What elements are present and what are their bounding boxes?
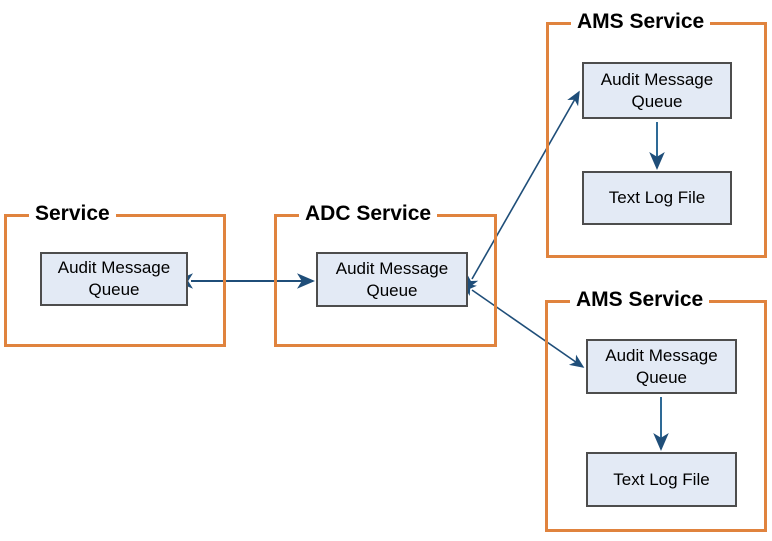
node-ams-top-text-log-file[interactable]: Text Log File: [582, 171, 732, 225]
group-adc-service-label: ADC Service: [299, 202, 438, 226]
node-label: Audit Message Queue: [605, 345, 718, 387]
node-ams-top-audit-message-queue[interactable]: Audit Message Queue: [582, 62, 732, 119]
node-label: Text Log File: [608, 188, 706, 207]
node-ams-bottom-audit-message-queue[interactable]: Audit Message Queue: [586, 339, 737, 394]
node-label: Audit Message Queue: [600, 69, 714, 111]
group-service-label: Service: [29, 202, 116, 226]
node-label: Audit Message Queue: [335, 258, 449, 300]
group-ams-service-top-label: AMS Service: [571, 10, 711, 34]
group-service[interactable]: Service: [4, 202, 226, 347]
group-adc-service[interactable]: ADC Service: [274, 202, 497, 347]
node-service-audit-message-queue[interactable]: Audit Message Queue: [40, 252, 188, 306]
node-label: Text Log File: [613, 469, 710, 489]
group-ams-service-top[interactable]: AMS Service: [546, 10, 767, 258]
node-adc-audit-message-queue[interactable]: Audit Message Queue: [316, 252, 468, 307]
node-ams-bottom-text-log-file[interactable]: Text Log File: [586, 452, 737, 507]
group-ams-service-bottom-label: AMS Service: [570, 288, 710, 312]
group-ams-service-bottom[interactable]: AMS Service: [545, 288, 767, 532]
node-label: Audit Message Queue: [57, 258, 171, 299]
